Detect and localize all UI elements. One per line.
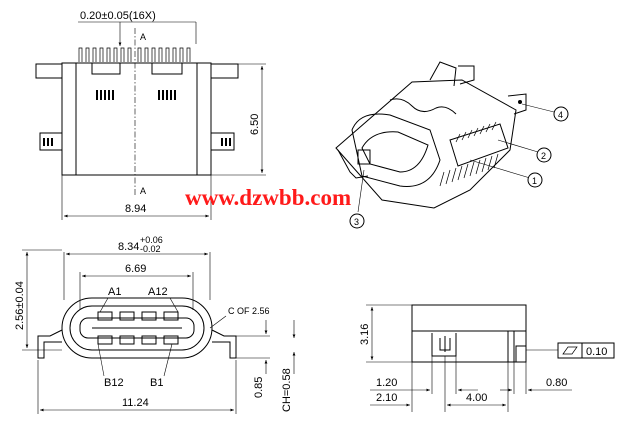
side-dim-120: 1.20 <box>376 377 397 389</box>
inner-width-dim: 6.69 <box>125 263 146 275</box>
left-tab <box>35 63 63 79</box>
front-height-dim: 2.56±0.04 <box>14 281 26 330</box>
side-bottom-block <box>411 330 527 363</box>
top-pads <box>96 90 176 100</box>
outer-width-dim: 8.34 <box>118 241 139 253</box>
section-marker-top: A <box>140 32 146 42</box>
svg-text:4: 4 <box>558 110 563 120</box>
pin-label-a12: A12 <box>148 286 168 298</box>
pin-pitch-label: 0.20±0.05(16X) <box>80 10 156 22</box>
callout-2: 2 <box>497 139 552 163</box>
front-contacts <box>97 311 179 345</box>
callout-1: 1 <box>469 159 543 188</box>
top-height-dim: 6.50 <box>249 114 261 135</box>
section-marker-bottom: A <box>140 186 146 196</box>
top-pins <box>78 47 191 62</box>
top-view: 0.20±0.05(16X) A A 6.50 <box>35 10 266 220</box>
outer-width-lower-tol: -0.02 <box>140 244 161 254</box>
flatness-value: 0.10 <box>586 346 607 358</box>
callout-4: 4 <box>521 103 569 122</box>
right-tab <box>210 63 239 79</box>
top-width-dim: 8.94 <box>125 203 146 215</box>
side-top-block <box>411 304 527 332</box>
iso-view: 1 2 3 4 <box>335 61 569 229</box>
outer-width-upper-tol: +0.06 <box>140 235 163 245</box>
flatness-value-cell <box>581 342 615 359</box>
flatness-symbol-cell <box>557 342 583 359</box>
pin-label-b12: B12 <box>104 377 124 389</box>
side-height-dim: 3.16 <box>359 324 371 345</box>
side-dim-210: 2.10 <box>376 392 397 404</box>
side-dim-080: 0.80 <box>546 377 567 389</box>
top-body-outline <box>61 62 212 176</box>
front-view: 2.56±0.04 8.34 +0.06 -0.02 6.69 A1 A12 B… <box>14 235 296 414</box>
pin-label-b1: B1 <box>150 377 163 389</box>
callout-3: 3 <box>349 169 365 229</box>
svg-text:3: 3 <box>354 217 359 227</box>
side-view: 3.16 0.10 1.20 2.10 4.00 <box>359 304 615 412</box>
chamfer-dim: CH=0.58 <box>281 368 293 412</box>
overall-width-dim: 11.24 <box>122 397 149 409</box>
leg-dim: 0.85 <box>253 377 265 398</box>
iso-contacts <box>439 121 499 187</box>
pin-label-a1: A1 <box>108 286 121 298</box>
chamfer-note: C OF 2.56 <box>228 306 270 316</box>
svg-text:2: 2 <box>541 151 546 161</box>
svg-text:1: 1 <box>532 176 537 186</box>
watermark: www.dzwbb.com <box>185 185 351 210</box>
side-dim-400: 4.00 <box>466 392 487 404</box>
